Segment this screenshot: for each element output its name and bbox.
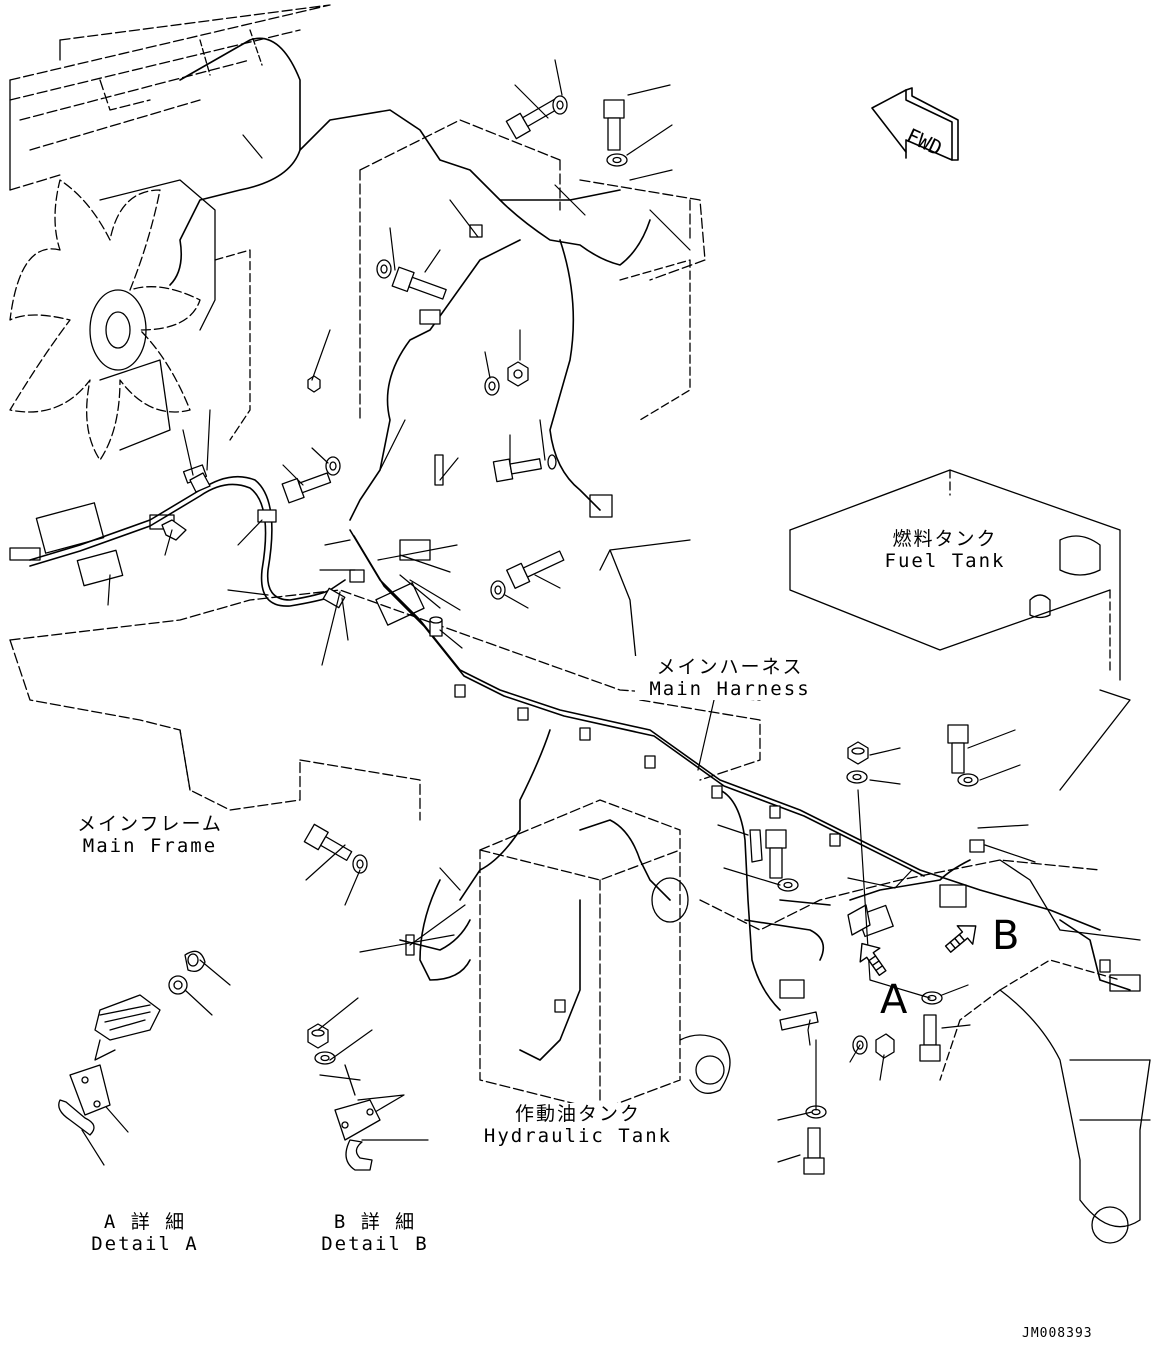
drawing-code: JM008393 [1022, 1326, 1093, 1341]
detail-a-label-en: Detail A [91, 1233, 199, 1255]
main-frame [9, 539, 1141, 941]
detail-a-label: A 詳 細 Detail A [80, 1211, 210, 1255]
hydraulic-tank [479, 799, 731, 1111]
view-marker-a: A [880, 977, 908, 1023]
hydraulic-tank-label-jp: 作動油タンク [514, 1103, 641, 1125]
hardware-washers [168, 95, 979, 1119]
main-frame-label-en: Main Frame [82, 835, 218, 857]
fuel-tank [789, 469, 1131, 791]
detail-b-drawing [319, 1064, 381, 1171]
main-harness-label-en: Main Harness [649, 678, 811, 700]
detail-b-label-jp: B 詳 細 [333, 1211, 417, 1233]
detail-a-drawing [58, 994, 161, 1136]
hardware-nuts [184, 361, 985, 1059]
view-arrow-b [944, 925, 977, 953]
fuel-tank-label-en: Fuel Tank [884, 550, 1006, 572]
radiator-fan [9, 179, 201, 461]
main-harness [29, 37, 1131, 1061]
hydraulic-tank-label: 作動油タンク Hydraulic Tank [478, 1103, 678, 1147]
main-frame-label: メインフレーム Main Frame [60, 813, 240, 857]
detail-b-label: B 詳 細 Detail B [310, 1211, 440, 1255]
engine-outline [9, 4, 706, 441]
detail-a-label-jp: A 詳 細 [103, 1211, 187, 1233]
view-marker-b: B [992, 913, 1020, 959]
main-harness-label-jp: メインハーネス [656, 656, 804, 678]
hydraulic-cylinder [939, 959, 1151, 1244]
leader-lines [81, 59, 1036, 1166]
detail-b-label-en: Detail B [321, 1233, 429, 1255]
fuel-tank-label-jp: 燃料タンク [892, 528, 998, 550]
fuel-tank-label: 燃料タンク Fuel Tank [860, 528, 1030, 572]
fwd-arrow-icon [871, 87, 959, 161]
main-frame-label-jp: メインフレーム [77, 813, 223, 835]
view-arrow-a [859, 942, 887, 977]
view-arrows [859, 925, 977, 977]
pipe-clamps [161, 454, 871, 1031]
hydraulic-tank-label-en: Hydraulic Tank [483, 1125, 673, 1147]
main-harness-label: メインハーネス Main Harness [635, 656, 825, 700]
hardware-bolts [281, 97, 969, 1175]
harness-clamps [182, 224, 1111, 1013]
